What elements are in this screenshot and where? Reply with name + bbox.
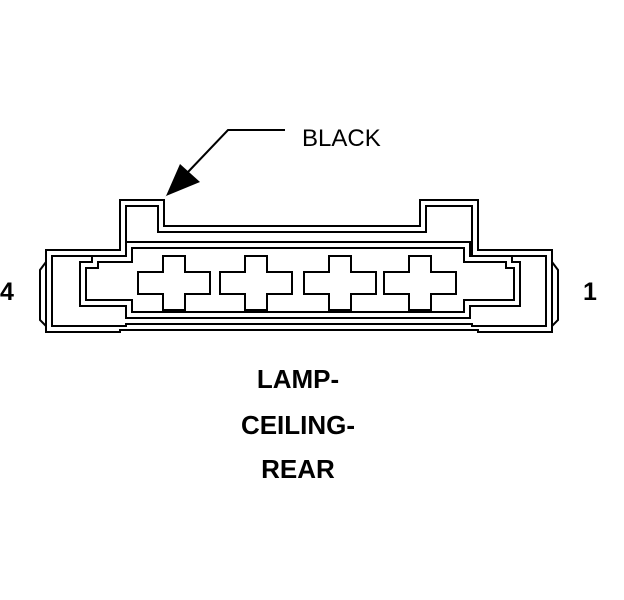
wire-color-callout: BLACK (165, 125, 381, 197)
cavity-frame (79, 241, 521, 319)
connector-housing (39, 199, 559, 333)
callout-arrowhead-tip (166, 164, 200, 196)
terminal-cavities (137, 255, 457, 311)
cavity-frame-inner (85, 247, 515, 313)
pin-right-label: 1 (583, 278, 597, 306)
housing-outer-outline (45, 199, 553, 333)
connector-name-line-1: LAMP- (257, 364, 339, 394)
left-latch (39, 261, 47, 327)
wire-color-label: BLACK (302, 125, 381, 152)
callout-leader-line (187, 129, 285, 173)
terminal-cavity (303, 255, 377, 311)
terminal-cavity (137, 255, 211, 311)
terminal-cavity (383, 255, 457, 311)
right-latch (551, 261, 559, 327)
connector-name: LAMP- CEILING- REAR (241, 364, 355, 484)
terminal-cavity (219, 255, 293, 311)
connector-name-line-3: REAR (261, 454, 335, 484)
connector-name-line-2: CEILING- (241, 410, 355, 440)
pin-left-label: 4 (0, 278, 14, 306)
housing-inner-outline (51, 205, 547, 327)
